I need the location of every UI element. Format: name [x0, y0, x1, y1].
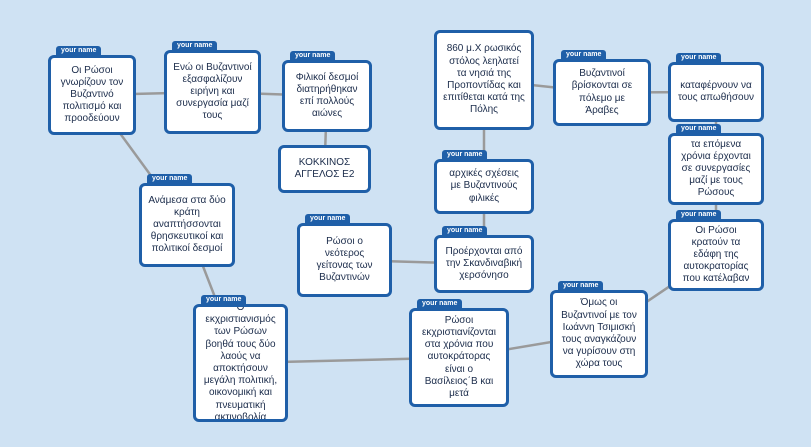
node-n1[interactable]: Οι Ρώσοι γνωρίζουν τον Βυζαντινό πολιτισ…: [48, 55, 136, 135]
node-n2[interactable]: Ενώ οι Βυζαντινοί εξασφαλίζουν ειρήνη κα…: [164, 50, 261, 134]
node-name-tag: your name: [558, 281, 604, 291]
node-n13[interactable]: Οι Ρώσοι κρατούν τα εδάφη της αυτοκρατορ…: [668, 219, 764, 291]
node-name-tag: your name: [305, 214, 351, 224]
node-text: Ενώ οι Βυζαντινοί εξασφαλίζουν ειρήνη κα…: [173, 61, 252, 122]
node-text: Προέρχονται από την Σκανδιναβική χερσόνη…: [445, 245, 523, 282]
node-n12[interactable]: Προέρχονται από την Σκανδιναβική χερσόνη…: [434, 235, 534, 293]
node-name-tag: your name: [676, 53, 722, 63]
node-text: Φιλικοί δεσμοί διατηρήθηκαν επί πολλούς …: [295, 71, 359, 120]
node-n9[interactable]: Ανάμεσα στα δύο κράτη αναπτήσσονται θρησ…: [139, 183, 235, 267]
node-n3[interactable]: Φιλικοί δεσμοί διατηρήθηκαν επί πολλούς …: [282, 60, 372, 132]
node-text: Οι Ρώσοι κρατούν τα εδάφη της αυτοκρατορ…: [682, 224, 750, 285]
node-text: Οι Ρώσοι γνωρίζουν τον Βυζαντινό πολιτισ…: [60, 64, 124, 125]
node-name-tag: your name: [676, 124, 722, 134]
node-n16[interactable]: Όμως οι Βυζαντινοί με τον Ιωάννη Τσιμισκ…: [550, 290, 648, 378]
node-name-tag: your name: [676, 210, 722, 220]
node-text: καταφέρνουν να τους απωθήσουν: [677, 79, 755, 103]
node-n8[interactable]: τα επόμενα χρόνια έρχονται σε συνεργασίε…: [668, 133, 764, 205]
node-name-tag: your name: [417, 299, 463, 309]
node-text: ΚΟΚΚΙΝΟΣ ΑΓΓΕΛΟΣ Ε2: [294, 156, 355, 180]
node-text: τα επόμενα χρόνια έρχονται σε συνεργασίε…: [681, 138, 751, 199]
node-n7[interactable]: καταφέρνουν να τους απωθήσουν: [668, 62, 764, 122]
node-n14[interactable]: Ο εκχριστιανισμός των Ρώσων βοηθά τους δ…: [193, 304, 288, 422]
node-text: Ανάμεσα στα δύο κράτη αναπτήσσονται θρησ…: [148, 194, 226, 255]
node-n5[interactable]: 860 μ.Χ ρωσικός στόλος λεηλατεί τα νησιά…: [434, 30, 534, 130]
node-text: 860 μ.Χ ρωσικός στόλος λεηλατεί τα νησιά…: [443, 43, 525, 116]
node-text: Ρώσοι εκχριστιανίζονται στα χρόνια που α…: [421, 314, 497, 399]
node-name-tag: your name: [442, 226, 488, 236]
node-n15[interactable]: Ρώσοι εκχριστιανίζονται στα χρόνια που α…: [409, 308, 509, 407]
node-name-tag: your name: [56, 46, 102, 56]
node-text: Βυζαντινοί βρίσκονται σε πόλεμο με Άραβε…: [571, 68, 633, 116]
node-name-tag: your name: [172, 41, 218, 51]
node-n10[interactable]: αρχικές σχέσεις με Βυζαντινούς φιλικές: [434, 159, 534, 214]
node-text: Όμως οι Βυζαντινοί με τον Ιωάννη Τσιμισκ…: [561, 297, 637, 370]
node-name-tag: your name: [201, 295, 247, 305]
node-n6[interactable]: Βυζαντινοί βρίσκονται σε πόλεμο με Άραβε…: [553, 59, 651, 126]
node-name-tag: your name: [561, 50, 607, 60]
node-n11[interactable]: Ρώσοι ο νεότερος γείτονας των Βυζαντινών: [297, 223, 392, 297]
node-text: αρχικές σχέσεις με Βυζαντινούς φιλικές: [449, 168, 519, 204]
node-name-tag: your name: [290, 51, 336, 61]
node-text: Ο εκχριστιανισμός των Ρώσων βοηθά τους δ…: [203, 304, 278, 422]
node-name-tag: your name: [442, 150, 488, 160]
node-n4[interactable]: ΚΟΚΚΙΝΟΣ ΑΓΓΕΛΟΣ Ε2: [278, 145, 371, 193]
node-text: Ρώσοι ο νεότερος γείτονας των Βυζαντινών: [316, 235, 373, 284]
node-name-tag: your name: [147, 174, 193, 184]
